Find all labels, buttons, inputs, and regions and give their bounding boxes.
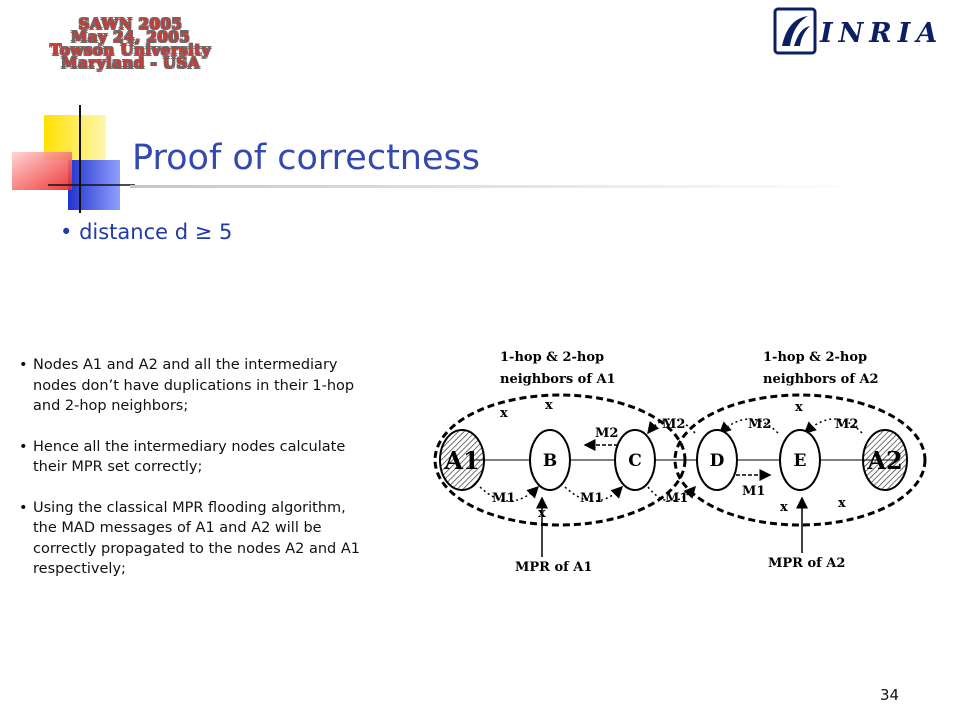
- badge-line: Maryland - USA: [61, 54, 200, 72]
- message-label: M2: [748, 417, 771, 432]
- title-underline: [130, 185, 870, 188]
- conference-badge: SAWN 2005 May 24, 2005 Towson University…: [28, 15, 233, 76]
- node-label: B: [543, 451, 557, 471]
- logo-emblem-icon: [773, 7, 817, 55]
- note-line: correctly propagated to the nodes A2 and…: [33, 540, 361, 557]
- region-label: neighbors of A1: [500, 372, 616, 387]
- note-line: Nodes A1 and A2 and all the intermediary: [33, 357, 338, 373]
- badge-line: SAWN 2005: [78, 15, 183, 33]
- node-label: D: [710, 451, 725, 471]
- note-line: nodes don’t have duplications in their 1…: [33, 377, 355, 394]
- node-d: [696, 429, 738, 491]
- badge-line: Towson University: [49, 41, 212, 59]
- x-mark: x: [500, 406, 508, 421]
- inria-logo: INRIA: [772, 6, 942, 56]
- main-bullet-text: distance d ≥ 5: [79, 220, 233, 244]
- note-line: the MAD messages of A1 and A2 will be: [33, 520, 322, 536]
- node-label: E: [794, 451, 807, 471]
- note-line: their MPR set correctly;: [33, 459, 203, 475]
- message-label: M1: [492, 491, 515, 506]
- bullet-dot: •: [19, 357, 28, 373]
- message-label: M1: [742, 484, 765, 499]
- list-item: • Using the classical MPR flooding algor…: [18, 498, 408, 580]
- message-label: M2: [662, 417, 685, 432]
- message-label: M2: [595, 426, 618, 441]
- node-e: [779, 429, 821, 491]
- region-label: neighbors of A2: [763, 372, 879, 387]
- message-arc: [647, 485, 696, 502]
- list-item: • Nodes A1 and A2 and all the intermedia…: [18, 355, 408, 417]
- node-a2: [862, 429, 908, 491]
- message-arc: [718, 418, 779, 435]
- note-line: Using the classical MPR flooding algorit…: [33, 499, 346, 516]
- node-b: [529, 429, 571, 491]
- bullet-dot: •: [19, 499, 28, 516]
- list-item: • Hence all the intermediary nodes calcu…: [18, 437, 408, 478]
- region-label: 1-hop & 2-hop: [763, 350, 867, 365]
- bullet-dot: •: [19, 438, 28, 455]
- bullet-dot: •: [60, 220, 73, 244]
- neighborhood-a2: [673, 393, 927, 527]
- node-a1: [439, 429, 485, 491]
- message-label: M1: [580, 491, 603, 506]
- node-label: A2: [866, 446, 902, 475]
- message-label: M1: [665, 491, 688, 506]
- x-mark: x: [838, 496, 846, 511]
- mpr-label: MPR of A1: [515, 560, 592, 575]
- node-label: A1: [443, 446, 479, 475]
- notes-list: • Nodes A1 and A2 and all the intermedia…: [18, 355, 408, 600]
- note-line: Hence all the intermediary nodes calcula…: [33, 438, 346, 455]
- title-decoration: [12, 105, 135, 213]
- page-number: 34: [880, 686, 900, 704]
- x-mark: x: [795, 400, 803, 415]
- node-c: [614, 429, 656, 491]
- x-mark: x: [780, 500, 788, 515]
- message-arc: [647, 418, 696, 435]
- message-arc: [803, 418, 863, 435]
- x-mark: x: [538, 506, 546, 521]
- main-bullet: • distance d ≥ 5: [60, 220, 232, 244]
- message-label: M2: [835, 417, 858, 432]
- node-label: C: [628, 451, 642, 471]
- note-line: respectively;: [33, 561, 126, 577]
- logo-text: INRIA: [820, 18, 944, 49]
- badge-line: May 24, 2005: [70, 28, 191, 46]
- network-diagram: A1 B C D E A2 1-hop & 2-hop neighbors of…: [433, 350, 927, 575]
- region-label: 1-hop & 2-hop: [500, 350, 604, 365]
- note-line: and 2-hop neighbors;: [33, 398, 189, 414]
- mpr-label: MPR of A2: [768, 556, 845, 571]
- x-mark: x: [545, 398, 553, 413]
- page-title: Proof of correctness: [132, 138, 480, 178]
